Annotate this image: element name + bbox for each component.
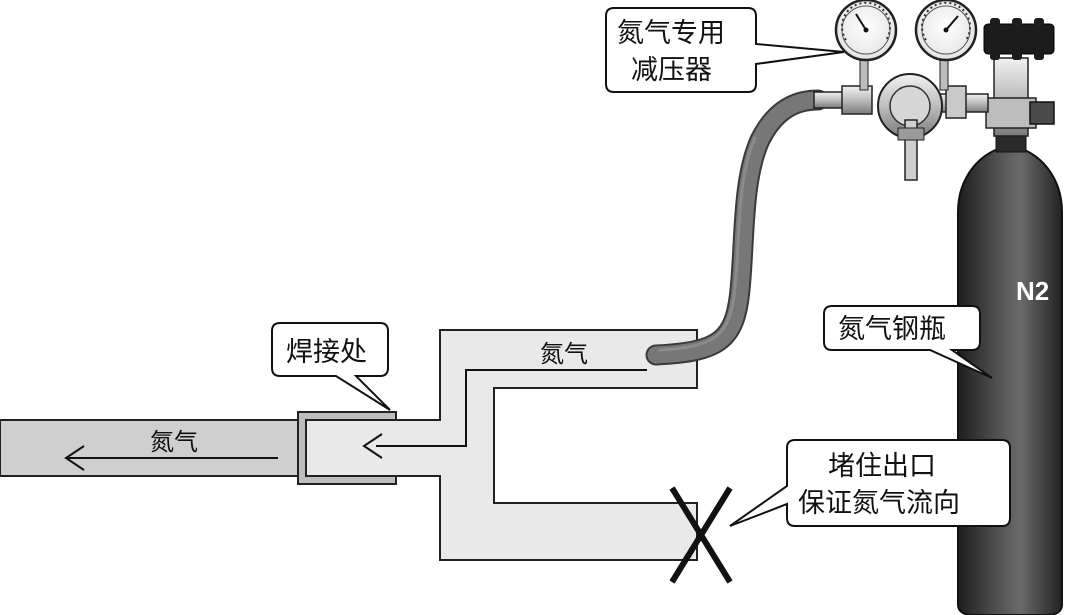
- callout-cylinder-text: 氮气钢瓶: [838, 314, 946, 345]
- callout-regulator: 氮气专用 减压器: [605, 7, 845, 93]
- callout-outlet-line1: 堵住出口: [828, 451, 936, 482]
- callout-outlet-line2: 保证氮气流向: [798, 488, 960, 519]
- callout-cylinder: 氮气钢瓶: [823, 305, 993, 379]
- tee-fitting: 氮气: [305, 329, 698, 561]
- gas-hose: [645, 89, 829, 366]
- callout-regulator-line1: 氮气专用: [617, 18, 725, 49]
- cylinder-mark: N2: [1016, 276, 1049, 306]
- callout-regulator-line2: 减压器: [631, 55, 712, 86]
- high-pressure-gauge-icon: [914, 0, 978, 62]
- handwheel-icon: [983, 18, 1055, 60]
- callout-outlet: 堵住出口 保证氮气流向: [729, 439, 1011, 527]
- gas-label-fitting: 氮气: [540, 340, 588, 368]
- blocked-outlet-x: [669, 486, 733, 584]
- flow-arrow-left: [64, 445, 85, 471]
- low-pressure-gauge-icon: [834, 0, 898, 62]
- callout-weld-joint-text: 焊接处: [286, 337, 367, 368]
- cylinder-valve: [983, 18, 1055, 137]
- flow-arrow-fitting: [362, 433, 383, 459]
- gas-label-left-pipe: 氮气: [150, 428, 198, 456]
- pressure-regulator: [813, 55, 989, 181]
- nitrogen-cylinder: N2: [957, 131, 1063, 615]
- left-pipe: 氮气: [0, 419, 309, 477]
- callout-weld-joint: 焊接处: [271, 322, 391, 411]
